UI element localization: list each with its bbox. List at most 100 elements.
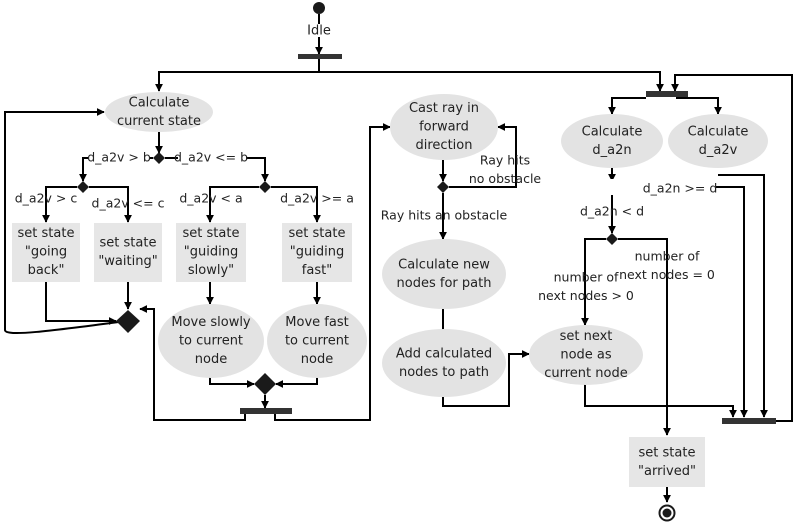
- label-line: set state: [100, 235, 157, 250]
- label-line: Calculate: [582, 124, 643, 139]
- end-node: [658, 504, 676, 522]
- label-line: Cast ray in: [409, 101, 479, 116]
- edge-bar-loop-right: [671, 74, 793, 422]
- label-d-a2v-le-b: d_a2v <= b: [174, 150, 248, 165]
- edge-labels: d_a2v > b d_a2v <= b d_a2v > c d_a2v <= …: [15, 150, 718, 303]
- start-node: [313, 2, 325, 14]
- node-set-guiding-slowly: set state "guiding slowly": [176, 223, 246, 282]
- edge-d-a2n-ge-d: [618, 186, 748, 418]
- decision-diamond-next-nodes: [606, 233, 618, 245]
- label-line: set state: [18, 226, 75, 241]
- label-line: "guiding: [184, 245, 238, 260]
- edge-rfork-d-a2n: [608, 97, 646, 115]
- node-set-arrived: set state"arrived": [629, 437, 705, 487]
- decision-diamond-d-a2v-b: [153, 152, 165, 164]
- label-line: "guiding: [290, 245, 344, 260]
- edge-bar-loop-left: [139, 305, 246, 421]
- label-line: Calculate: [129, 95, 190, 110]
- label-line: direction: [416, 138, 473, 153]
- label-line: Move slowly: [171, 315, 251, 330]
- edge-d3-left: [206, 186, 259, 223]
- calc-new-nodes-label: Calculate new nodes for path: [397, 257, 492, 291]
- label-line: node: [195, 352, 227, 367]
- edge-d-a2v-bar: [718, 174, 768, 418]
- edge-fork-calc-state: [155, 58, 320, 92]
- label-line: nodes for path: [397, 276, 492, 291]
- label-ray-no-obstacle: Ray hits no obstacle: [469, 152, 542, 186]
- edge-d2-right: [89, 186, 132, 223]
- label-line: fast": [302, 263, 332, 278]
- label-d-a2v-gt-b: d_a2v > b: [87, 150, 151, 165]
- label-line: set state: [639, 445, 696, 460]
- move-slowly-label: Move slowly to current node: [171, 315, 251, 367]
- edge-next-node-bar: [584, 384, 737, 418]
- node-set-waiting: set state "waiting": [94, 223, 162, 282]
- label-d-a2n-ge-d: d_a2n >= d: [643, 181, 718, 196]
- edge-d2-left: [42, 186, 77, 223]
- label-line: node as: [560, 348, 612, 363]
- label-line: Calculate: [688, 124, 749, 139]
- label-line: current node: [544, 366, 627, 381]
- label-line: Add calculated: [396, 346, 492, 361]
- label-line: d_a2n: [592, 143, 631, 158]
- guiding-slowly-label: set state "guiding slowly": [183, 226, 240, 278]
- label-line: slowly": [188, 263, 234, 278]
- label-line: nodes to path: [399, 365, 489, 380]
- label-ray-obstacle: Ray hits an obstacle: [381, 208, 508, 223]
- node-calc-new-nodes: Calculate new nodes for path: [382, 239, 506, 309]
- add-nodes-label: Add calculated nodes to path: [396, 346, 492, 380]
- label-line: Ray hits: [480, 152, 530, 167]
- cast-ray-label: Cast ray in forward direction: [409, 101, 479, 153]
- label-d-a2v-lt-a: d_a2v < a: [179, 191, 242, 206]
- arrived-label: set state"arrived": [638, 445, 696, 479]
- edge-next-eq-0: [618, 238, 671, 436]
- edge-loop-calc-state: [4, 108, 127, 334]
- label-line: number of: [635, 248, 700, 263]
- merge-diamond-bottom: [254, 373, 276, 395]
- fork-bar-right: [646, 91, 688, 97]
- calc-d-a2n-label: Calculate d_a2n: [582, 124, 643, 158]
- edges: [4, 14, 793, 503]
- node-cast-ray: Cast ray in forward direction: [390, 94, 498, 160]
- node-calc-d-a2v: Calculate d_a2v: [668, 114, 768, 168]
- idle-label: Idle: [307, 24, 331, 39]
- label-next-nodes-eq-0: number of next nodes = 0: [619, 248, 715, 282]
- node-idle: Idle: [307, 24, 331, 39]
- join-bar-right: [722, 418, 776, 424]
- label-line: forward: [419, 120, 469, 135]
- edge-going-back-merge: [45, 282, 117, 325]
- edge-add-next: [442, 350, 530, 407]
- decision-diamond-ray: [437, 181, 449, 193]
- merge-diamond-left: [116, 310, 140, 333]
- label-line: next nodes = 0: [619, 267, 715, 282]
- label-line: d_a2v: [699, 143, 738, 158]
- label-line: node: [301, 352, 333, 367]
- label-line: set state: [183, 226, 240, 241]
- decision-diamond-d-a2v-a: [259, 181, 271, 193]
- calc-d-a2v-label: Calculate d_a2v: [688, 124, 749, 158]
- label-line: "going: [25, 245, 67, 260]
- edge-rfork-d-a2v: [676, 97, 722, 115]
- label-line: Calculate new: [398, 257, 490, 272]
- waiting-label: set state "waiting": [98, 235, 157, 269]
- label-line: to current: [285, 334, 349, 349]
- node-move-slowly: Move slowly to current node: [158, 304, 264, 378]
- fork-bar-top: [298, 54, 342, 59]
- label-line: no obstacle: [469, 171, 542, 186]
- node-calc-d-a2n: Calculate d_a2n: [561, 114, 663, 168]
- label-line: to current: [179, 334, 243, 349]
- label-line: "waiting": [98, 254, 157, 269]
- edge-next-gt-0: [581, 238, 606, 326]
- label-line: number of: [554, 269, 619, 284]
